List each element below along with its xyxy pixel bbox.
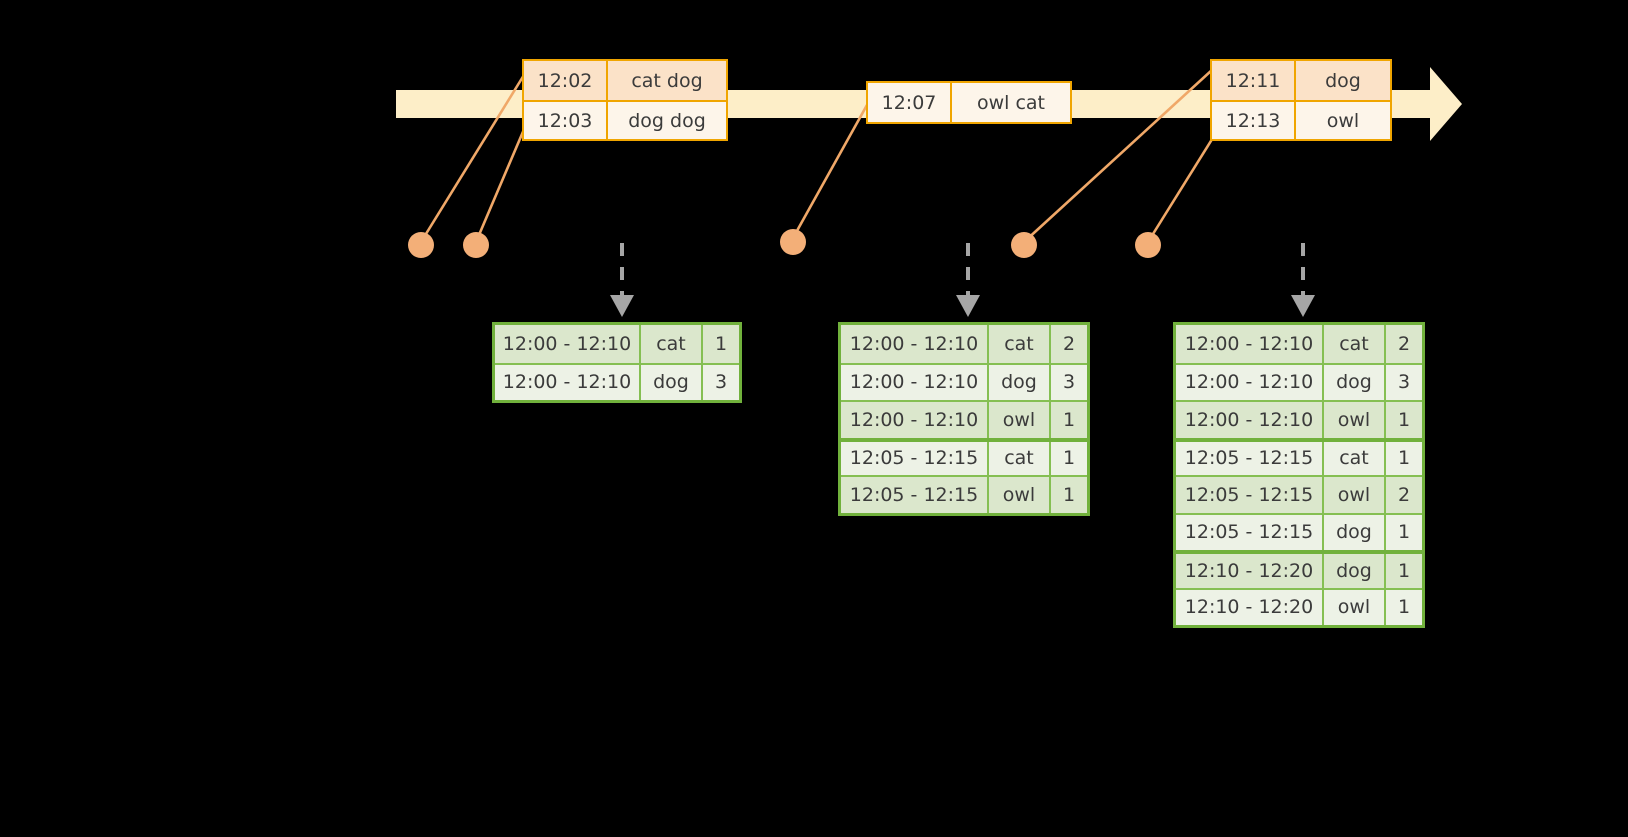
table-row[interactable]: 12:05 - 12:15 owl 2 (1176, 475, 1422, 513)
cell-word: owl (989, 477, 1051, 513)
emit-arrows (620, 243, 1305, 297)
trigger-dot (1011, 232, 1037, 258)
cell-window: 12:00 - 12:10 (841, 402, 989, 438)
cell-count: 1 (1062, 483, 1076, 506)
cell-window: 12:00 - 12:10 (1176, 325, 1324, 363)
trigger-dot (780, 229, 806, 255)
cell-word: owl (989, 402, 1051, 438)
event-time: 12:11 (1212, 61, 1296, 100)
timeline-event-row[interactable]: 12:07 owl cat (868, 83, 1070, 122)
timeline-event-row[interactable]: 12:13 owl (1212, 100, 1390, 139)
table-row[interactable]: 12:00 - 12:10 cat 1 (495, 325, 739, 363)
cell-window: 12:00 - 12:10 (1176, 364, 1324, 400)
cell-count: 1 (714, 332, 728, 355)
timeline-event-group-1[interactable]: 12:02 cat dog 12:03 dog dog (522, 59, 728, 141)
event-time: 12:07 (868, 83, 952, 122)
cell-window: 12:05 - 12:15 (1176, 514, 1324, 550)
cell-count: 1 (1397, 408, 1411, 431)
table-row[interactable]: 12:00 - 12:10 dog 3 (841, 362, 1087, 400)
result-table-3[interactable]: 12:00 - 12:10 cat 2 12:00 - 12:10 dog 3 … (1173, 322, 1425, 628)
cell-window: 12:05 - 12:15 (1176, 441, 1324, 475)
trigger-dot (1135, 232, 1161, 258)
cell-word: owl (1324, 402, 1386, 438)
cell-word: cat (1324, 441, 1386, 475)
event-words: dog dog (628, 109, 706, 132)
table-row[interactable]: 12:00 - 12:10 dog 3 (495, 362, 739, 400)
table-row[interactable]: 12:00 - 12:10 cat 2 (841, 325, 1087, 363)
timeline-event-row[interactable]: 12:11 dog (1212, 61, 1390, 100)
event-words: dog (1325, 69, 1361, 92)
cell-word: owl (1324, 477, 1386, 513)
table-row[interactable]: 12:05 - 12:15 dog 1 (1176, 512, 1422, 550)
cell-window: 12:05 - 12:15 (841, 441, 989, 475)
table-row[interactable]: 12:10 - 12:20 owl 1 (1176, 587, 1422, 625)
table-row[interactable]: 12:00 - 12:10 owl 1 (1176, 400, 1422, 438)
timeline-event-row[interactable]: 12:03 dog dog (524, 100, 726, 139)
cell-window: 12:00 - 12:10 (841, 364, 989, 400)
cell-count: 3 (1397, 371, 1411, 394)
cell-count: 3 (714, 371, 728, 394)
cell-count: 1 (1397, 559, 1411, 582)
cell-count: 1 (1397, 521, 1411, 544)
event-words: cat dog (631, 69, 703, 92)
table-row[interactable]: 12:05 - 12:15 cat 1 (1176, 437, 1422, 475)
cell-count: 3 (1062, 371, 1076, 394)
event-time: 12:02 (524, 61, 608, 100)
trigger-dot (408, 232, 434, 258)
table-row[interactable]: 12:00 - 12:10 dog 3 (1176, 362, 1422, 400)
cell-window: 12:10 - 12:20 (1176, 589, 1324, 625)
cell-count: 2 (1062, 332, 1076, 355)
event-words: owl cat (976, 91, 1046, 114)
result-table-1[interactable]: 12:00 - 12:10 cat 1 12:00 - 12:10 dog 3 (492, 322, 742, 403)
cell-word: dog (989, 364, 1051, 400)
cell-word: dog (1324, 554, 1386, 588)
table-row[interactable]: 12:00 - 12:10 owl 1 (841, 400, 1087, 438)
cell-window: 12:00 - 12:10 (495, 364, 641, 400)
cell-word: cat (1324, 325, 1386, 363)
cell-window: 12:00 - 12:10 (1176, 402, 1324, 438)
cell-window: 12:05 - 12:15 (1176, 477, 1324, 513)
cell-word: dog (1324, 364, 1386, 400)
table-row[interactable]: 12:10 - 12:20 dog 1 (1176, 550, 1422, 588)
cell-window: 12:00 - 12:10 (495, 325, 641, 363)
cell-word: dog (1324, 514, 1386, 550)
cell-word: cat (989, 441, 1051, 475)
timeline-event-row[interactable]: 12:02 cat dog (524, 61, 726, 100)
cell-window: 12:00 - 12:10 (841, 325, 989, 363)
event-time: 12:13 (1212, 102, 1296, 139)
cell-count: 1 (1397, 596, 1411, 619)
emit-arrowheads (610, 295, 1315, 317)
cell-count: 2 (1397, 483, 1411, 506)
table-row[interactable]: 12:05 - 12:15 cat 1 (841, 437, 1087, 475)
trigger-dots (408, 229, 1161, 258)
cell-word: dog (641, 364, 703, 400)
trigger-dot (463, 232, 489, 258)
event-time: 12:03 (524, 102, 608, 139)
table-row[interactable]: 12:00 - 12:10 cat 2 (1176, 325, 1422, 363)
cell-count: 1 (1397, 447, 1411, 470)
timeline-event-group-2[interactable]: 12:07 owl cat (866, 81, 1072, 124)
cell-word: cat (989, 325, 1051, 363)
cell-count: 2 (1397, 332, 1411, 355)
cell-window: 12:05 - 12:15 (841, 477, 989, 513)
cell-window: 12:10 - 12:20 (1176, 554, 1324, 588)
result-table-2[interactable]: 12:00 - 12:10 cat 2 12:00 - 12:10 dog 3 … (838, 322, 1090, 516)
table-row[interactable]: 12:05 - 12:15 owl 1 (841, 475, 1087, 513)
cell-count: 1 (1062, 408, 1076, 431)
timeline-event-group-3[interactable]: 12:11 dog 12:13 owl (1210, 59, 1392, 141)
cell-word: owl (1324, 589, 1386, 625)
cell-word: cat (641, 325, 703, 363)
event-words: owl (1326, 109, 1360, 132)
cell-count: 1 (1062, 447, 1076, 470)
